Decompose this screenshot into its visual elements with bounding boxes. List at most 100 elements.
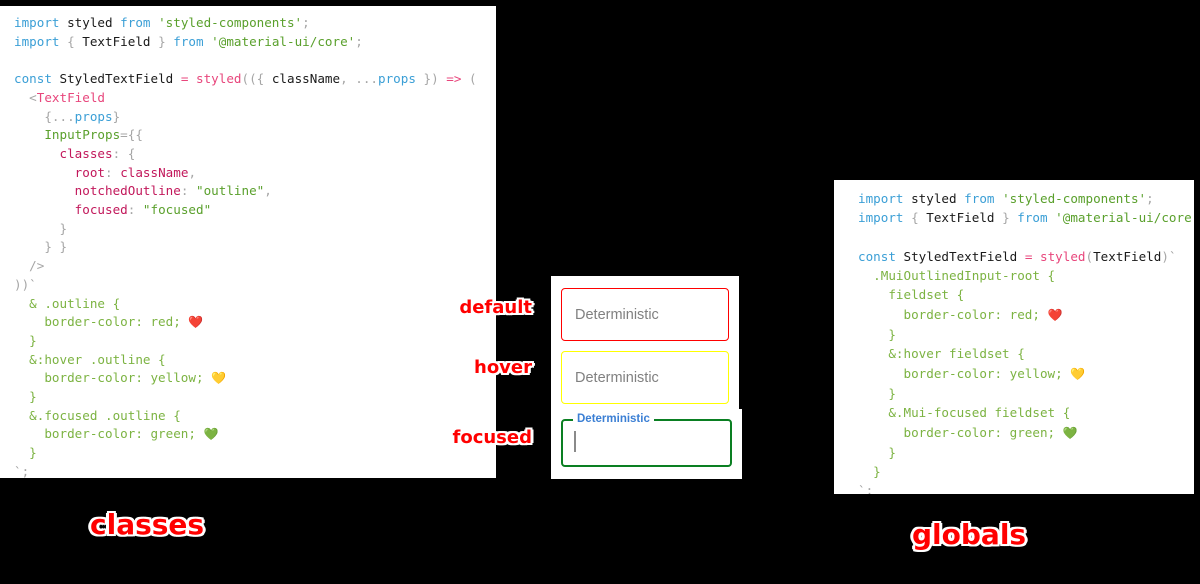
code-token: : { (112, 145, 136, 161)
annotation-hover: hover (474, 357, 532, 378)
code-token: TextField (36, 89, 105, 105)
code-token: import (14, 33, 68, 49)
code-token: & .outline { (14, 295, 121, 311)
code-token: className (120, 164, 189, 180)
code-token: { (67, 33, 83, 49)
code-line: InputProps={{ (14, 126, 496, 145)
code-token: ; (302, 15, 310, 30)
code-token: props (378, 71, 416, 87)
code-line: } (14, 444, 496, 463)
code-token: (({ (241, 71, 272, 87)
code-token: } (858, 464, 881, 480)
code-token: ; (355, 33, 363, 49)
caption-globals: globals (912, 518, 1027, 551)
code-token: from (964, 191, 1003, 206)
code-token: } (14, 332, 37, 348)
code-token: } (858, 385, 896, 401)
code-line: } (858, 462, 1194, 481)
code-token: TextField (1093, 248, 1162, 264)
code-token: import (858, 191, 912, 206)
code-line: border-color: yellow; 💛 (858, 364, 1194, 384)
code-line: } (858, 325, 1194, 344)
code-line: border-color: yellow; 💛 (14, 369, 496, 388)
code-token: styled (196, 71, 242, 87)
code-token: ... (355, 71, 379, 87)
code-line: import styled from 'styled-components'; (858, 189, 1194, 208)
annotation-default: default (459, 297, 532, 318)
code-token: const (14, 71, 60, 87)
code-token: } (14, 220, 68, 236)
code-token: , (340, 71, 356, 87)
code-token: border-color: yellow; (14, 370, 212, 386)
notched-outline: Deterministic (561, 413, 732, 467)
code-token: ❤️ (1047, 307, 1063, 322)
code-token: } (14, 445, 37, 461)
code-token: classes (59, 145, 113, 161)
code-token: import (858, 210, 912, 226)
code-token: &.Mui-focused fieldset { (858, 405, 1071, 421)
code-line: <TextField (14, 89, 496, 108)
code-token: border-color: green; (14, 426, 204, 442)
code-token: { (911, 210, 927, 226)
code-token: } (150, 33, 174, 49)
code-token: notchedOutline (74, 183, 181, 199)
code-token: const (858, 248, 904, 264)
code-token: ; (865, 483, 874, 494)
textfield-demo-stack: Deterministic Deterministic Deterministi… (551, 276, 742, 479)
code-token: 💛 (211, 371, 227, 386)
code-line: .MuiOutlinedInput-root { (858, 266, 1194, 285)
code-token: import (14, 15, 68, 30)
textfield-hover[interactable]: Deterministic (561, 351, 729, 404)
code-line: focused: "focused" (14, 201, 496, 220)
textfield-focused[interactable]: Deterministic (561, 413, 732, 467)
code-token: }) (415, 71, 447, 87)
code-token: ` (1168, 248, 1177, 264)
code-token: 💛 (1070, 366, 1086, 381)
code-token: styled (911, 191, 965, 206)
code-token: '@material-ui/core' (1055, 210, 1194, 226)
code-token: ❤️ (188, 315, 204, 330)
code-line: root: className, (14, 164, 496, 183)
code-token: &.focused .outline { (14, 407, 181, 423)
code-panel-classes: import styled from 'styled-components';i… (0, 6, 496, 478)
code-token: "focused" (142, 202, 212, 218)
code-token: ` (29, 276, 37, 292)
code-line: const StyledTextField = styled(({ classN… (14, 70, 496, 89)
annotation-focused: focused (452, 427, 533, 448)
code-token: TextField (926, 210, 995, 226)
code-token: &:hover .outline { (14, 351, 166, 367)
code-line: } (14, 332, 496, 351)
code-token: className (271, 71, 341, 87)
code-line: border-color: red; ❤️ (14, 313, 496, 332)
demo-row-focused: Deterministic (551, 409, 742, 479)
code-line: {...props} (14, 108, 496, 127)
code-token: {... (14, 108, 75, 124)
code-line: &:hover fieldset { (858, 344, 1194, 363)
textfield-default[interactable]: Deterministic (561, 288, 729, 341)
code-token: .MuiOutlinedInput-root { (858, 268, 1056, 284)
code-token: = (1024, 248, 1040, 264)
code-line: } (858, 443, 1194, 462)
code-token: = (180, 71, 196, 87)
code-token: ; (1146, 191, 1154, 206)
code-line: import styled from 'styled-components'; (14, 14, 496, 33)
code-token: : (180, 183, 196, 199)
code-line: fieldset { (858, 285, 1194, 304)
code-token: } (858, 444, 896, 460)
code-line: } (14, 388, 496, 407)
code-line (14, 51, 496, 70)
code-token: } } (14, 239, 68, 255)
code-line (858, 228, 1194, 247)
code-token: ={{ (120, 127, 143, 143)
code-token: } (112, 108, 121, 124)
code-line: import { TextField } from '@material-ui/… (858, 208, 1194, 227)
code-token: ` (858, 483, 866, 494)
code-line: classes: { (14, 145, 496, 164)
code-token: StyledTextField (903, 248, 1025, 264)
code-token: border-color: red; (14, 314, 189, 330)
code-token: border-color: red; (858, 306, 1048, 322)
code-token: styled (1040, 248, 1086, 264)
text-caret (574, 431, 576, 452)
code-token (14, 146, 60, 161)
caption-classes: classes (90, 508, 205, 541)
